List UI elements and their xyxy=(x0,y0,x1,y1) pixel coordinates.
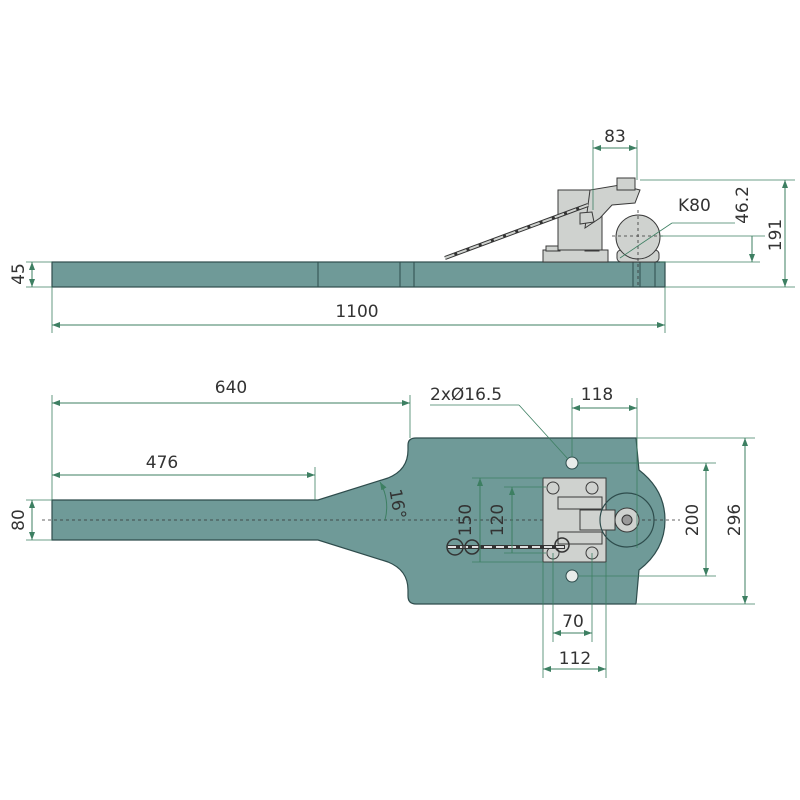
latch-arm xyxy=(557,496,603,510)
bolt-head xyxy=(585,481,599,495)
dim-150: 150 xyxy=(456,504,476,536)
side-view: 83 46.2 191 K80 45 1100 xyxy=(9,127,795,333)
bolt-head xyxy=(546,481,560,495)
ball-nut xyxy=(621,514,633,526)
dim-120: 120 xyxy=(488,504,508,536)
chain xyxy=(446,537,570,556)
dim-80: 80 xyxy=(9,509,29,531)
dim-476: 476 xyxy=(146,453,178,473)
top-plate xyxy=(51,437,666,605)
chain xyxy=(444,203,589,260)
bracket-base xyxy=(542,249,609,263)
dim-46-2: 46.2 xyxy=(733,186,753,224)
dim-118: 118 xyxy=(581,385,613,405)
dim-200: 200 xyxy=(683,504,703,536)
latch-arm xyxy=(557,531,603,545)
ball-label-k80: K80 xyxy=(678,196,711,216)
dim-296: 296 xyxy=(725,504,745,536)
latch-lever xyxy=(584,184,641,230)
latch-head xyxy=(616,177,636,191)
latch-pin xyxy=(579,509,616,531)
dim-45: 45 xyxy=(9,263,29,285)
side-plate xyxy=(51,261,666,288)
dim-70: 70 xyxy=(562,612,584,632)
dim-191: 191 xyxy=(766,219,786,251)
dim-1100: 1100 xyxy=(335,302,378,322)
dim-112: 112 xyxy=(559,649,591,669)
dim-holes: 2xØ16.5 xyxy=(430,385,502,405)
dim-83: 83 xyxy=(604,127,626,147)
ball-outline xyxy=(599,492,655,548)
top-view: 640 476 16° 80 2xØ16.5 118 150 120 200 2 xyxy=(9,378,755,678)
mount-hole xyxy=(565,569,579,583)
dim-640: 640 xyxy=(215,378,247,398)
hex-bolt xyxy=(579,211,595,225)
